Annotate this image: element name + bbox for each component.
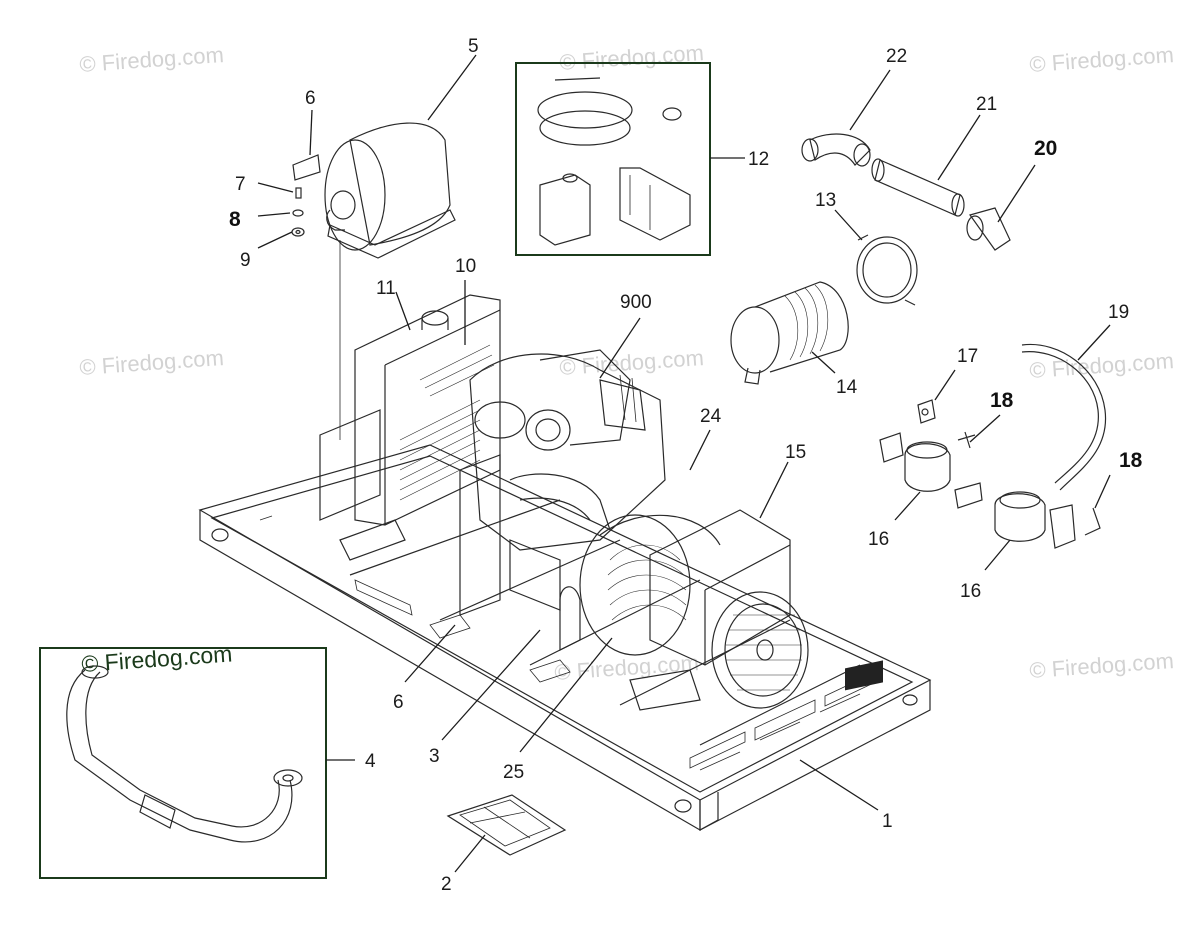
callout-20: 20	[1034, 137, 1057, 160]
callout-8: 8	[229, 208, 241, 231]
callout-10: 10	[455, 256, 476, 277]
watermark: © Firedog.com	[554, 650, 700, 685]
callout-15: 15	[785, 442, 806, 463]
callout-17: 17	[957, 346, 978, 367]
callout-2: 2	[441, 874, 452, 895]
callout-16-right: 16	[960, 581, 981, 602]
callout-19: 19	[1108, 302, 1129, 323]
callout-1: 1	[882, 811, 893, 832]
watermark: © Firedog.com	[79, 345, 225, 380]
watermark-dark: © Firedog.com	[81, 641, 234, 677]
callout-25: 25	[503, 762, 524, 783]
callout-5: 5	[468, 36, 479, 57]
callout-16-left: 16	[868, 529, 889, 550]
base-frame	[198, 444, 932, 832]
watermark: © Firedog.com	[1029, 42, 1175, 77]
callout-18-right: 18	[1119, 449, 1143, 472]
part-2-tray	[446, 794, 567, 856]
watermark: © Firedog.com	[1029, 648, 1175, 683]
callout-13: 13	[815, 190, 836, 211]
watermark: © Firedog.com	[559, 345, 705, 380]
generator-alternator	[579, 509, 809, 711]
engine-assembly	[469, 349, 666, 651]
part-12-inset	[515, 62, 711, 256]
callout-24: 24	[700, 406, 722, 427]
callout-11: 11	[376, 278, 396, 299]
callout-6-bottom: 6	[393, 692, 404, 713]
leader-lines	[257, 54, 1111, 873]
part-5-muffler	[324, 122, 456, 440]
watermark: © Firedog.com	[79, 42, 225, 77]
callout-18-top: 18	[990, 389, 1014, 412]
callout-900: 900	[620, 292, 652, 313]
watermark: © Firedog.com	[559, 40, 705, 75]
radiator-assembly	[319, 294, 501, 616]
part-14-air-cleaner	[730, 281, 849, 385]
callout-9: 9	[240, 250, 251, 271]
callout-6-top: 6	[305, 88, 316, 109]
parts-16-18-fuel-regulators	[879, 399, 1101, 549]
part-19-hose	[1021, 343, 1107, 491]
callout-14: 14	[836, 377, 858, 398]
part-13-clamp	[856, 234, 918, 306]
callout-22: 22	[886, 46, 907, 67]
callout-12: 12	[748, 149, 769, 170]
callout-labels: 5 6 7 8 9 12 22 21 20 13 10 11 900 19 17…	[229, 36, 1143, 895]
callout-7: 7	[235, 174, 246, 195]
watermark: © Firedog.com	[1029, 348, 1175, 383]
parts-20-22-intake-pipes	[801, 133, 1011, 251]
part-4-inset	[39, 647, 327, 879]
callout-3: 3	[429, 746, 440, 767]
callout-21: 21	[976, 94, 997, 115]
watermarks: © Firedog.com © Firedog.com © Firedog.co…	[79, 40, 1175, 685]
callout-4: 4	[365, 751, 376, 772]
part-6-plate-hardware	[291, 154, 321, 237]
